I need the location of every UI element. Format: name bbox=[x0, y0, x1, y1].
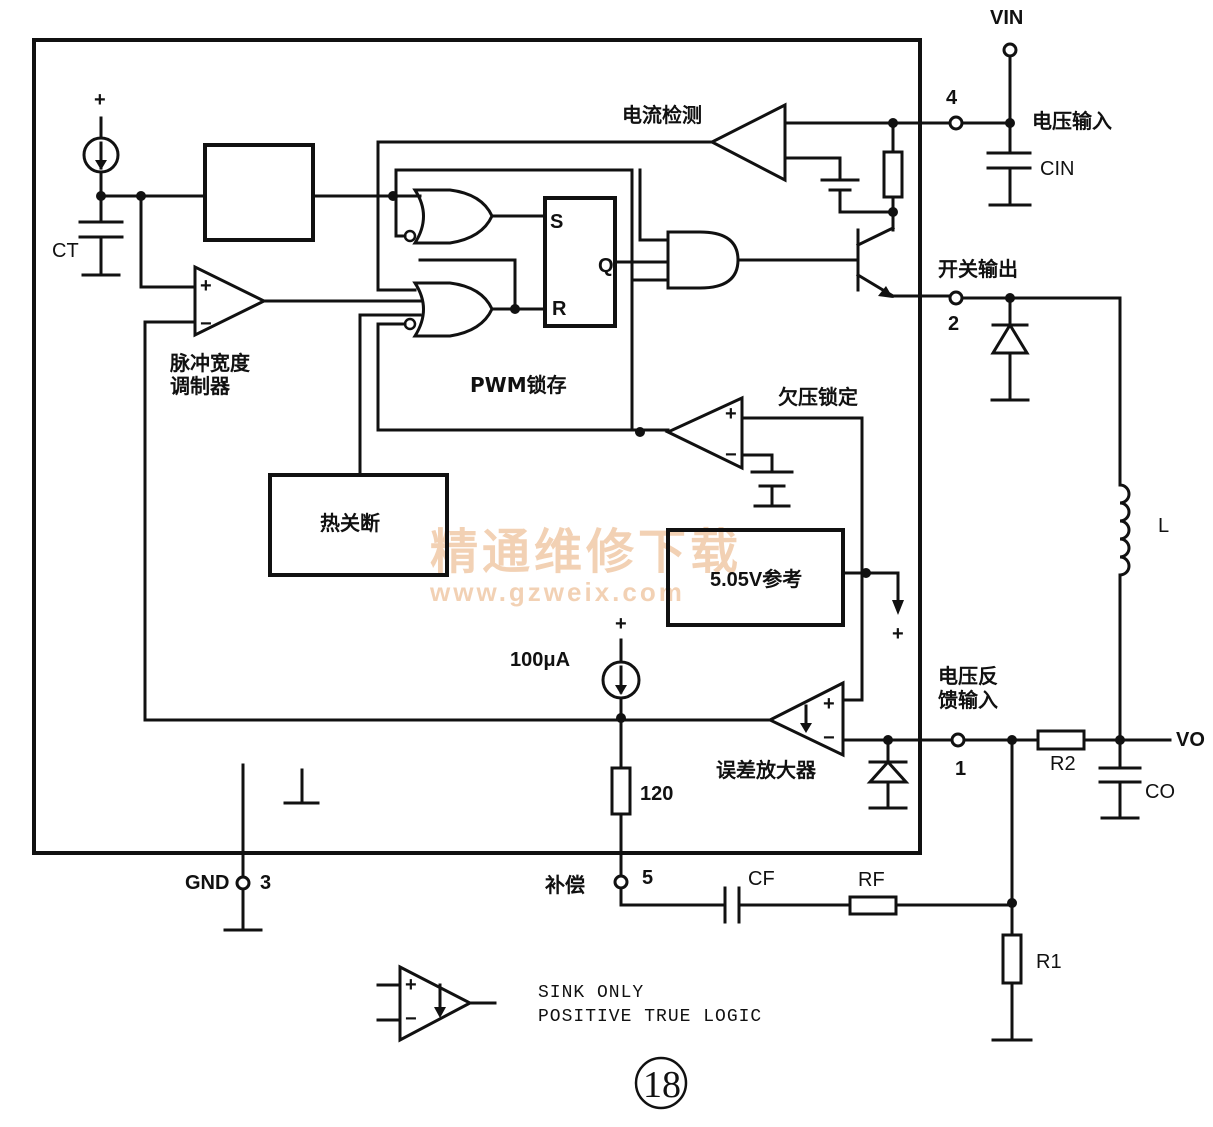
ct-current-source bbox=[82, 116, 120, 224]
error-amp-label: 误差放大器 bbox=[716, 758, 817, 782]
set-logic-gate bbox=[412, 188, 494, 245]
pwm-modulator-label-line2: 调制器 bbox=[170, 374, 231, 398]
co-capacitor bbox=[1098, 738, 1142, 820]
cin-label: CIN bbox=[1040, 158, 1074, 180]
undervoltage-lockout-comparator bbox=[664, 395, 744, 471]
svg-text:−: − bbox=[200, 313, 212, 335]
svg-text:−: − bbox=[823, 727, 835, 749]
svg-text:−: − bbox=[725, 444, 737, 466]
oscillator-block bbox=[203, 143, 315, 242]
inductor-label: L bbox=[1158, 515, 1169, 537]
pin-4-number: 4 bbox=[946, 87, 958, 109]
ic-package-outline bbox=[32, 38, 922, 855]
rf-label: RF bbox=[858, 869, 885, 891]
svg-text:−: − bbox=[405, 1008, 417, 1030]
ct-capacitor bbox=[78, 220, 124, 277]
pwm-comparator bbox=[193, 264, 268, 338]
sense-resistor bbox=[882, 121, 904, 232]
pin-1-number: 1 bbox=[955, 758, 966, 780]
bias-current-label: 100μA bbox=[510, 649, 570, 671]
feedback-protection-diode bbox=[866, 738, 910, 810]
current-sense-amplifier bbox=[708, 102, 787, 183]
output-and-gate bbox=[666, 230, 740, 290]
internal-ground-symbol bbox=[283, 768, 320, 805]
reference-label: 5.05V参考 bbox=[710, 567, 802, 591]
feedback-label-line1: 电压反 bbox=[938, 664, 998, 688]
latch-r-label: R bbox=[552, 298, 567, 320]
current-sense-label: 电流检测 bbox=[622, 103, 702, 127]
r1-label: R1 bbox=[1036, 951, 1062, 973]
figure-number-circle bbox=[634, 1056, 688, 1110]
svg-text:+: + bbox=[200, 275, 212, 297]
cin-capacitor bbox=[986, 151, 1032, 207]
reference-block bbox=[666, 528, 845, 627]
pin-4 bbox=[948, 115, 964, 131]
pin-2 bbox=[948, 290, 964, 306]
ct-label: CT bbox=[52, 240, 79, 262]
pin-3-number: 3 bbox=[260, 872, 271, 894]
resistor-r2 bbox=[1010, 729, 1122, 751]
undervoltage-lockout-label: 欠压锁定 bbox=[778, 385, 858, 409]
r2-label: R2 bbox=[1050, 753, 1076, 775]
reset-logic-gate bbox=[412, 281, 494, 338]
vo-label: VO bbox=[1176, 729, 1205, 751]
vin-terminal bbox=[1002, 42, 1018, 152]
svg-text:+: + bbox=[725, 403, 737, 425]
catch-diode bbox=[990, 296, 1030, 402]
reference-plus-sign: + bbox=[892, 623, 904, 645]
resistor-120 bbox=[610, 766, 632, 816]
pin-2-number: 2 bbox=[948, 313, 959, 335]
output-transistor bbox=[855, 225, 952, 299]
error-amplifier bbox=[766, 680, 845, 758]
pin-3 bbox=[235, 875, 251, 891]
thermal-shutdown-block bbox=[268, 473, 449, 577]
sense-reference-source bbox=[783, 156, 895, 214]
latch-q-label: Q bbox=[598, 255, 614, 277]
pin-5 bbox=[613, 874, 629, 890]
inductor-l bbox=[1118, 296, 1131, 742]
bias-current-source bbox=[601, 638, 641, 770]
bias-plus-sign: + bbox=[615, 613, 627, 635]
cf-capacitor bbox=[723, 886, 741, 924]
pwm-modulator-label-line1: 脉冲宽度 bbox=[169, 351, 251, 375]
pwm-latch-label: PWM锁存 bbox=[470, 373, 567, 397]
vin-label: VIN bbox=[990, 7, 1023, 29]
figure-number: 18 bbox=[643, 1064, 681, 1106]
compensation-label: 补偿 bbox=[544, 873, 585, 897]
latch-s-label: S bbox=[550, 211, 563, 233]
resistor-r1 bbox=[991, 933, 1033, 1042]
pin-5-number: 5 bbox=[642, 867, 653, 889]
pin-1 bbox=[950, 732, 966, 748]
legend-line2: POSITIVE TRUE LOGIC bbox=[538, 1007, 762, 1027]
ct-plus-sign: + bbox=[94, 89, 106, 111]
uvlo-reference-battery bbox=[750, 453, 794, 508]
svg-text:+: + bbox=[823, 693, 835, 715]
gnd-label: GND bbox=[185, 872, 229, 894]
watermark-title: 精通维修下载 bbox=[430, 524, 742, 580]
voltage-input-label: 电压输入 bbox=[1032, 109, 1112, 133]
resistor-rf bbox=[848, 895, 898, 916]
r120-label: 120 bbox=[640, 783, 673, 805]
legend-sink-only-amplifier: + − bbox=[376, 964, 497, 1043]
switch-output-label: 开关输出 bbox=[938, 257, 1018, 281]
co-label: CO bbox=[1145, 781, 1175, 803]
legend-line1: SINK ONLY bbox=[538, 983, 644, 1003]
cf-label: CF bbox=[748, 868, 775, 890]
feedback-label-line2: 馈输入 bbox=[938, 688, 998, 712]
watermark-url: www.gzweix.com bbox=[429, 577, 685, 607]
thermal-shutdown-label: 热关断 bbox=[320, 511, 380, 535]
svg-text:+: + bbox=[405, 974, 417, 996]
